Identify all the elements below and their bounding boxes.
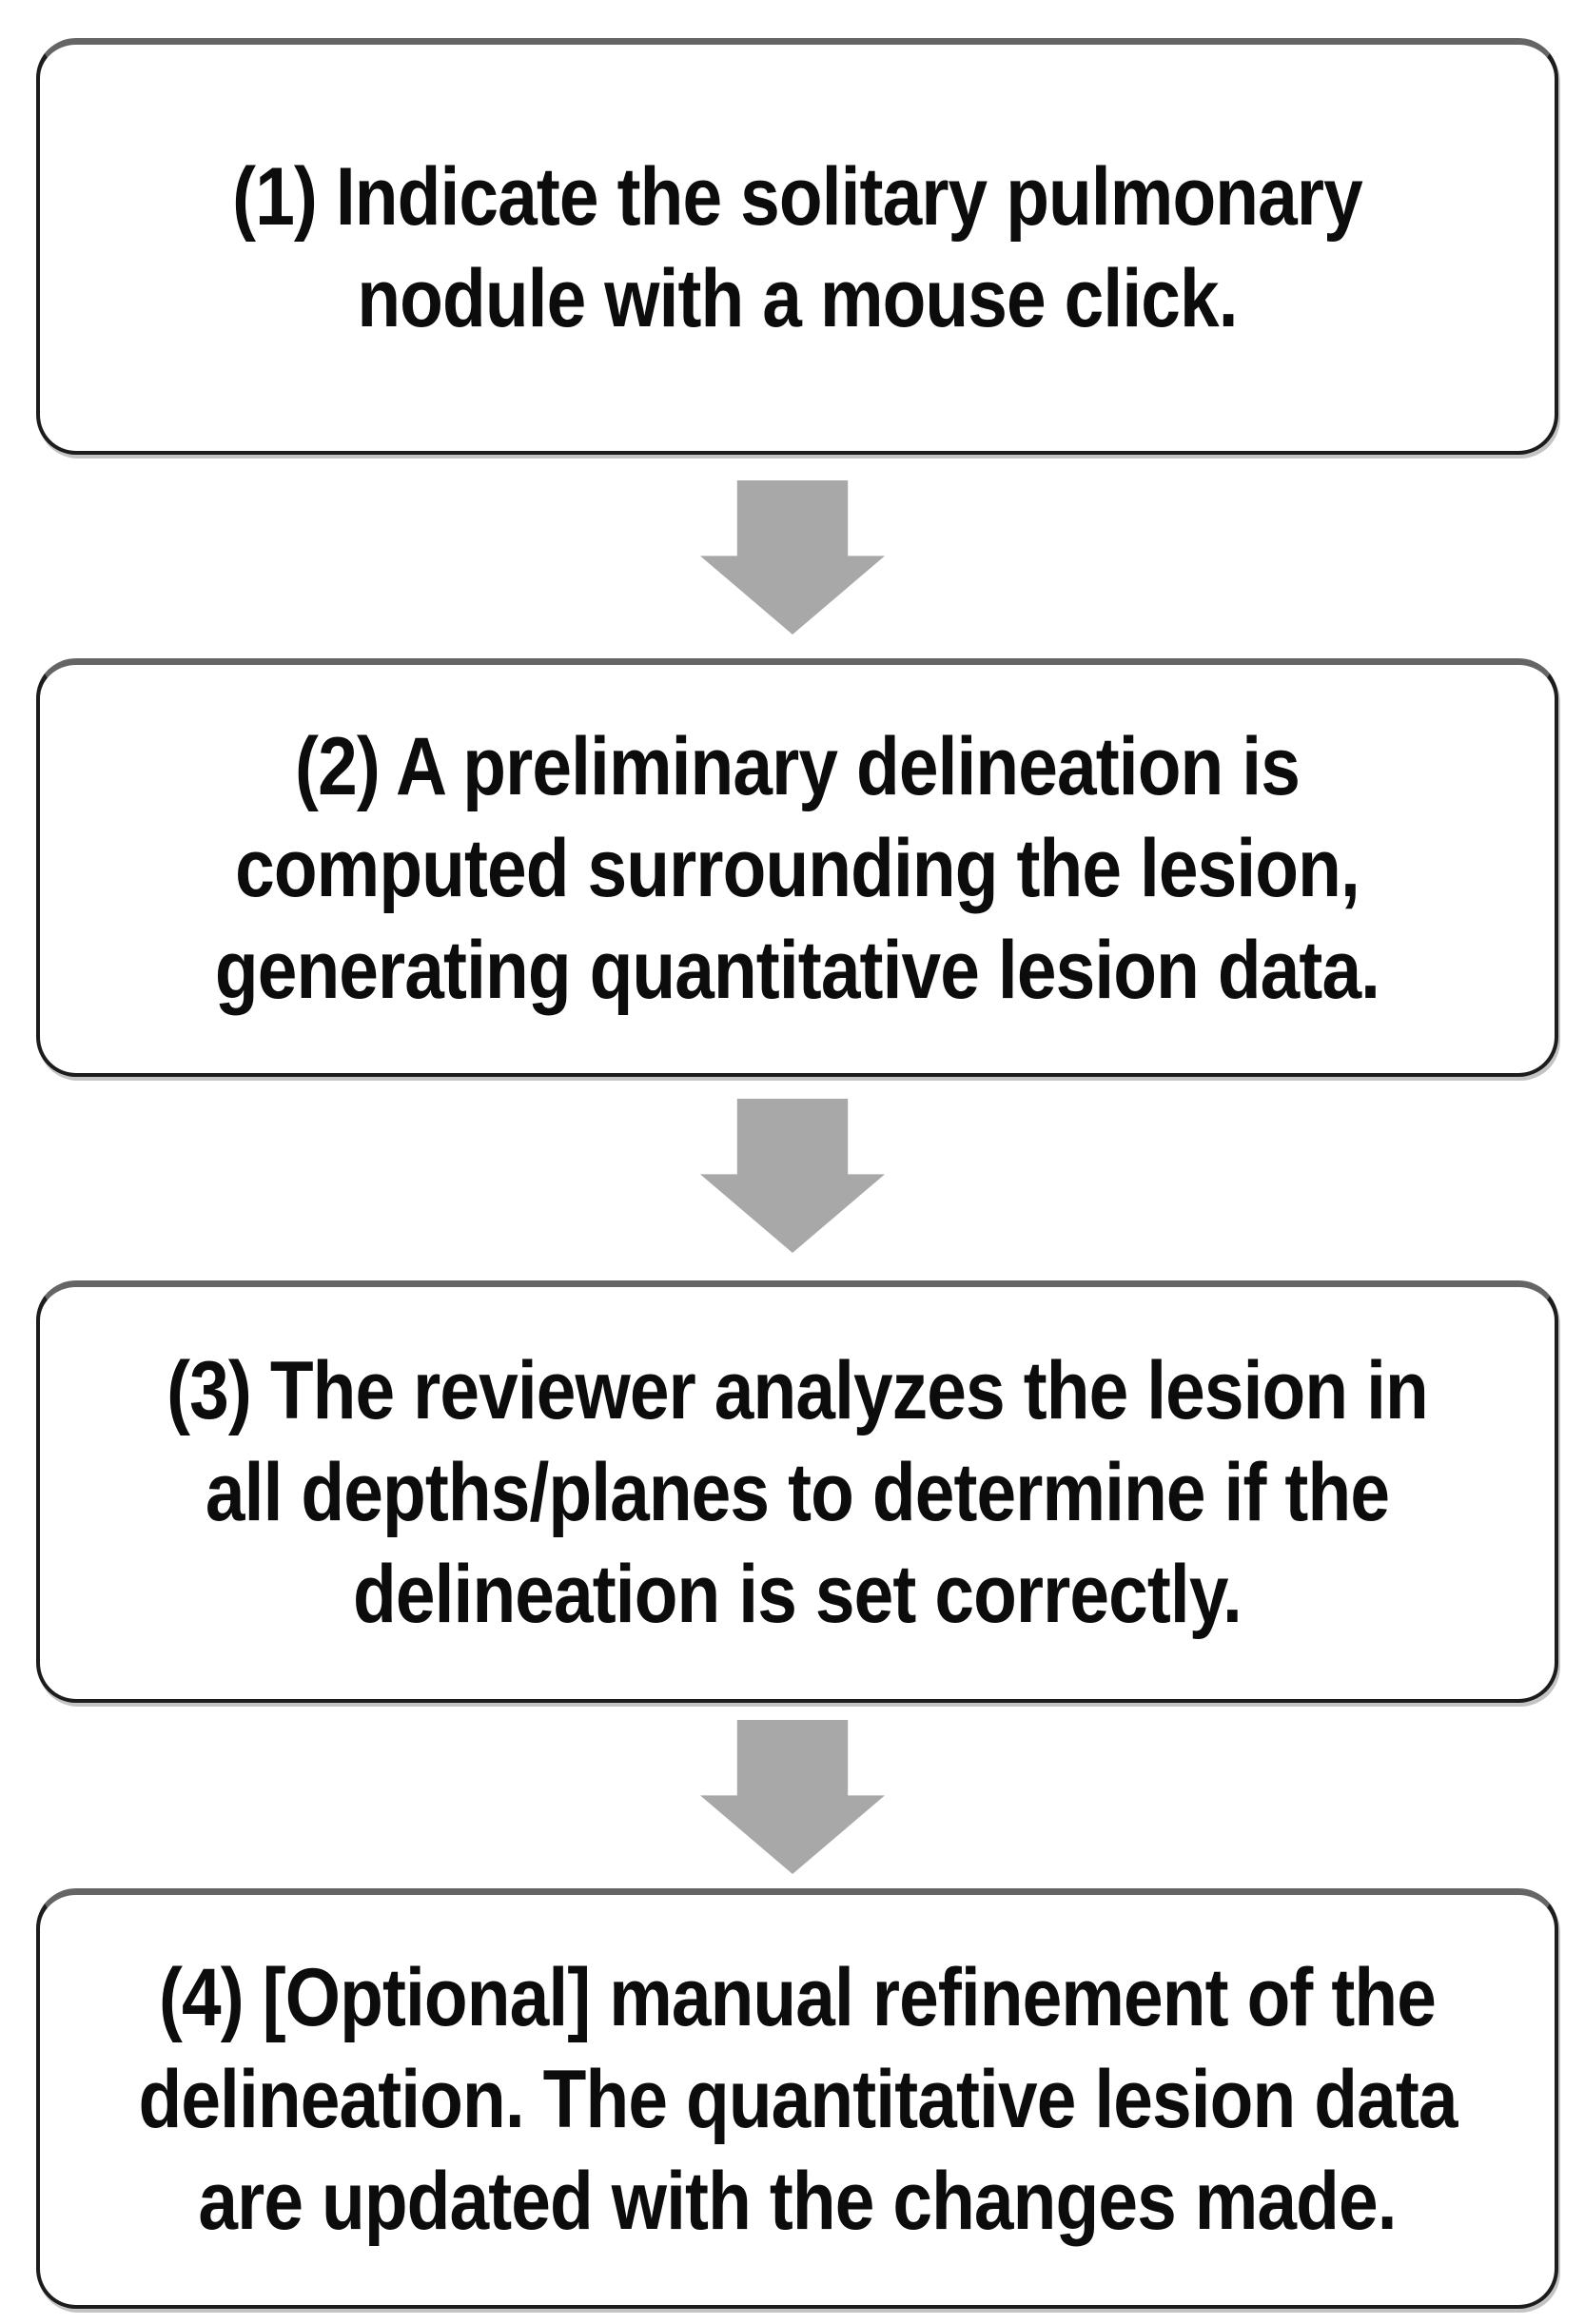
step-text-line: (1) Indicate the solitary pulmonary: [232, 150, 1363, 243]
step-4-text: (4) [Optional] manual refinement of the …: [138, 1947, 1458, 2253]
step-text-line: are updated with the changes made.: [198, 2156, 1397, 2247]
step-text-line: computed surrounding the lesion,: [235, 823, 1360, 914]
step-1-text: (1) Indicate the solitary pulmonary nodu…: [138, 146, 1456, 350]
down-arrow-icon: [700, 1099, 885, 1253]
step-3-text: (3) The reviewer analyzes the lesion in …: [138, 1340, 1456, 1646]
down-arrow-icon: [700, 1720, 885, 1874]
step-text-line: delineation is set correctly.: [353, 1549, 1243, 1640]
step-text-line: (2) A preliminary delineation is: [295, 721, 1301, 812]
step-text-line: all depths/planes to determine if the: [205, 1447, 1390, 1538]
step-text-line: (4) [Optional] manual refinement of the: [158, 1952, 1437, 2043]
step-text-line: nodule with a mouse click.: [357, 252, 1238, 344]
down-arrow-icon: [700, 480, 885, 635]
step-box-3: (3) The reviewer analyzes the lesion in …: [36, 1280, 1558, 1703]
step-text-line: (3) The reviewer analyzes the lesion in: [166, 1345, 1429, 1436]
step-text-line: generating quantitative lesion data.: [214, 925, 1380, 1016]
step-box-1: (1) Indicate the solitary pulmonary nodu…: [36, 38, 1558, 455]
step-text-line: delineation. The quantitative lesion dat…: [138, 2054, 1458, 2145]
step-2-text: (2) A preliminary delineation is compute…: [138, 716, 1456, 1022]
step-box-4: (4) [Optional] manual refinement of the …: [36, 1888, 1558, 2309]
step-box-2: (2) A preliminary delineation is compute…: [36, 658, 1558, 1077]
